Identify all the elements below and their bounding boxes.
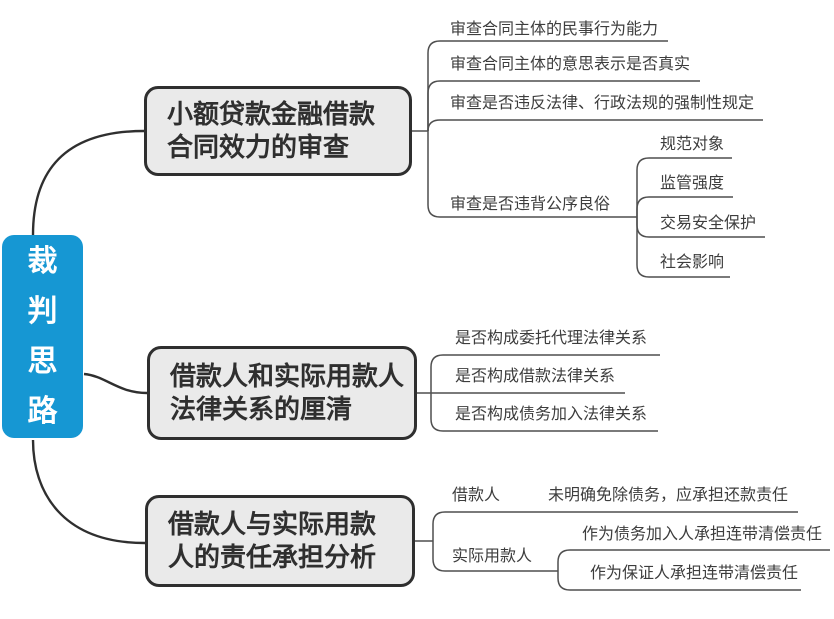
topic-borrower[interactable]: 借款人: [452, 487, 501, 504]
topic-true-intention[interactable]: 审查合同主体的意思表示是否真实: [450, 56, 691, 73]
line-b3-row1: [432, 511, 798, 541]
topic-joint-debt-liability[interactable]: 作为债务加入人承担连带清偿责任: [582, 526, 823, 543]
line-b3-row2: [432, 541, 558, 572]
topic-public-order[interactable]: 审查是否违背公序良俗: [450, 196, 611, 213]
branch-node-contract-validity[interactable]: 小额贷款金融借款 合同效力的审查: [144, 86, 412, 176]
topic-loan-relation[interactable]: 是否构成借款法律关系: [455, 368, 616, 385]
root-node[interactable]: 裁判思路: [2, 235, 83, 438]
topic-regulation-strength[interactable]: 监管强度: [660, 175, 725, 192]
line-b1-g1: [636, 157, 732, 217]
line-b1-child1: [427, 40, 668, 131]
root-node-label: 裁判思路: [27, 244, 58, 428]
line-b1-g4: [636, 217, 730, 278]
topic-civil-capacity[interactable]: 审查合同主体的民事行为能力: [450, 21, 659, 38]
curve-root-branch2: [83, 372, 148, 395]
topic-guarantor-liability[interactable]: 作为保证人承担连带清偿责任: [590, 565, 799, 582]
line-b1-child3: [427, 119, 763, 132]
topic-social-impact[interactable]: 社会影响: [660, 254, 725, 271]
branch-node-legal-relationship[interactable]: 借款人和实际用款人 法律关系的厘清: [147, 346, 417, 440]
branch-node-liability-analysis[interactable]: 借款人与实际用款 人的责任承担分析: [145, 495, 415, 587]
topic-agency-relation[interactable]: 是否构成委托代理法律关系: [455, 330, 648, 347]
line-b1-g2: [636, 196, 733, 217]
topic-mandatory-rules[interactable]: 审查是否违反法律、行政法规的强制性规定: [450, 95, 755, 112]
curve-root-branch3: [31, 439, 146, 545]
line-b1-child4: [427, 131, 637, 218]
line-b1-child2: [427, 80, 700, 131]
line-b2-child3: [430, 393, 658, 432]
topic-actual-user[interactable]: 实际用款人: [452, 548, 533, 565]
topic-borrower-liability[interactable]: 未明确免除债务，应承担还款责任: [548, 487, 789, 504]
branch-title: 借款人和实际用款人 法律关系的厘清: [170, 361, 405, 424]
line-b3-sub1: [557, 549, 830, 571]
curve-root-branch1: [31, 129, 145, 236]
topic-regulated-object[interactable]: 规范对象: [660, 136, 725, 153]
line-b3-sub2: [557, 571, 801, 591]
branch-title: 借款人与实际用款 人的责任承担分析: [168, 509, 377, 572]
topic-transaction-safety[interactable]: 交易安全保护: [660, 215, 757, 232]
topic-debt-joining-relation[interactable]: 是否构成债务加入法律关系: [455, 406, 648, 423]
branch-title: 小额贷款金融借款 合同效力的审查: [167, 99, 376, 162]
line-b2-child1: [430, 354, 660, 393]
